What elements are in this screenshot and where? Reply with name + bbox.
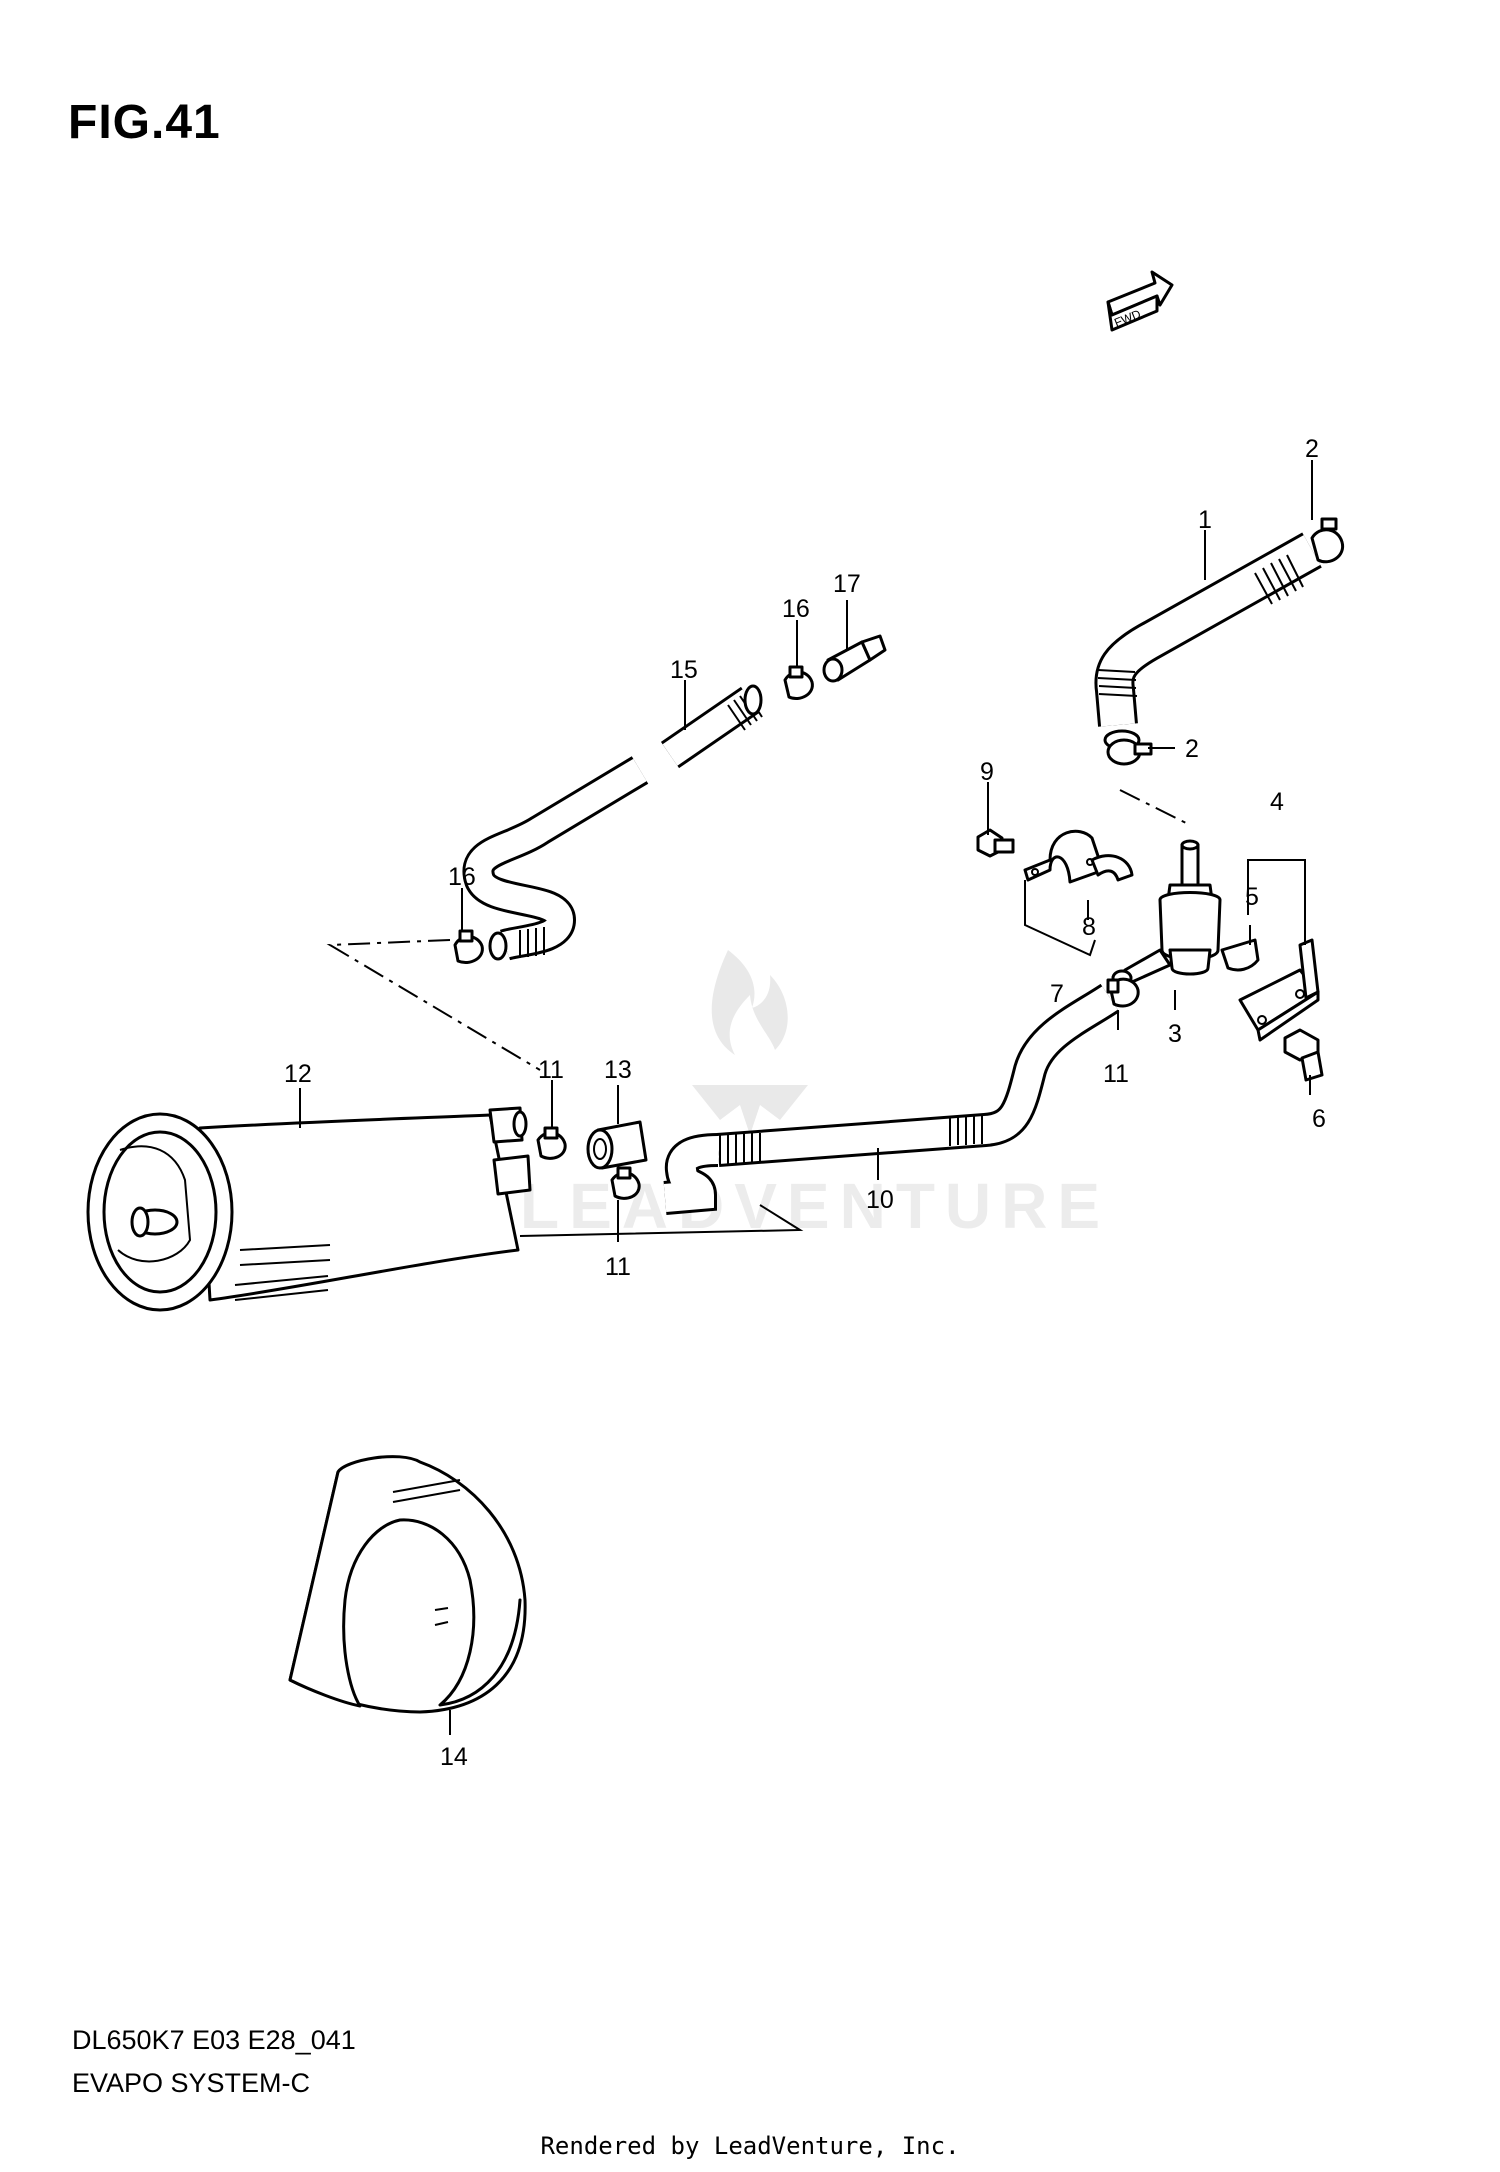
rendered-by-credit: Rendered by LeadVenture, Inc. bbox=[540, 2132, 960, 2160]
callout-9: 9 bbox=[980, 758, 994, 786]
part-4-bracket bbox=[1238, 938, 1320, 1042]
part-11-clamp-left-lower bbox=[610, 1166, 641, 1200]
callout-11: 11 bbox=[1103, 1060, 1129, 1088]
part-5-clip bbox=[1220, 938, 1260, 972]
callout-2: 2 bbox=[1305, 435, 1319, 463]
callout-14: 14 bbox=[440, 1743, 468, 1771]
part-11-clamp-left-upper bbox=[536, 1126, 567, 1160]
model-code: DL650K7 E03 E28_041 bbox=[72, 2025, 356, 2055]
callout-6: 6 bbox=[1312, 1105, 1326, 1133]
callout-5: 5 bbox=[1245, 883, 1259, 911]
callout-15: 15 bbox=[670, 656, 698, 684]
part-2-clamp-upper bbox=[1310, 517, 1345, 564]
leader-7 bbox=[1024, 880, 1096, 957]
part-7-clamp bbox=[1023, 829, 1102, 884]
part-15-hose bbox=[462, 684, 763, 961]
callout-1: 1 bbox=[1198, 506, 1212, 534]
connection-line bbox=[1119, 789, 1191, 826]
callout-12: 12 bbox=[284, 1060, 312, 1088]
part-12-canister bbox=[86, 1106, 532, 1312]
callout-leaders bbox=[299, 460, 1313, 1735]
callout-11: 11 bbox=[538, 1056, 564, 1084]
part-6-bolt bbox=[1283, 1028, 1324, 1082]
part-16-clamp-upper bbox=[783, 665, 814, 700]
part-8-cushion bbox=[1090, 854, 1134, 882]
part-11-clamp-right bbox=[1106, 977, 1140, 1008]
part-14-cover bbox=[288, 1455, 527, 1714]
connection-line-a bbox=[326, 939, 541, 1071]
callout-16: 16 bbox=[448, 863, 476, 891]
part-16-clamp-lower bbox=[453, 929, 484, 964]
part-3-valve bbox=[1111, 839, 1222, 987]
callout-8: 8 bbox=[1082, 913, 1096, 941]
part-10-hose bbox=[663, 983, 1120, 1215]
callout-13: 13 bbox=[604, 1056, 632, 1084]
figure-title: FIG.41 bbox=[68, 96, 221, 149]
callout-11: 11 bbox=[605, 1253, 631, 1281]
leader-13 bbox=[519, 1204, 804, 1237]
watermark-text: LEADVENTURE bbox=[520, 1170, 1110, 1242]
callout-3: 3 bbox=[1168, 1020, 1182, 1048]
callout-10: 10 bbox=[866, 1186, 894, 1214]
callout-17: 17 bbox=[833, 570, 861, 598]
part-9-bolt bbox=[976, 828, 1015, 858]
part-13-hose bbox=[586, 1120, 648, 1170]
callout-16: 16 bbox=[782, 595, 810, 623]
part-2-clamp-lower bbox=[1106, 738, 1153, 766]
part-17-fitting bbox=[822, 634, 887, 683]
leader-4 bbox=[1247, 859, 1306, 945]
watermark-logo bbox=[692, 950, 808, 1135]
section-name: EVAPO SYSTEM-C bbox=[72, 2068, 311, 2098]
callout-2: 2 bbox=[1185, 735, 1199, 763]
callout-4: 4 bbox=[1270, 788, 1284, 816]
fwd-arrow-icon: FWD bbox=[1106, 270, 1174, 332]
callout-7: 7 bbox=[1050, 980, 1064, 1008]
